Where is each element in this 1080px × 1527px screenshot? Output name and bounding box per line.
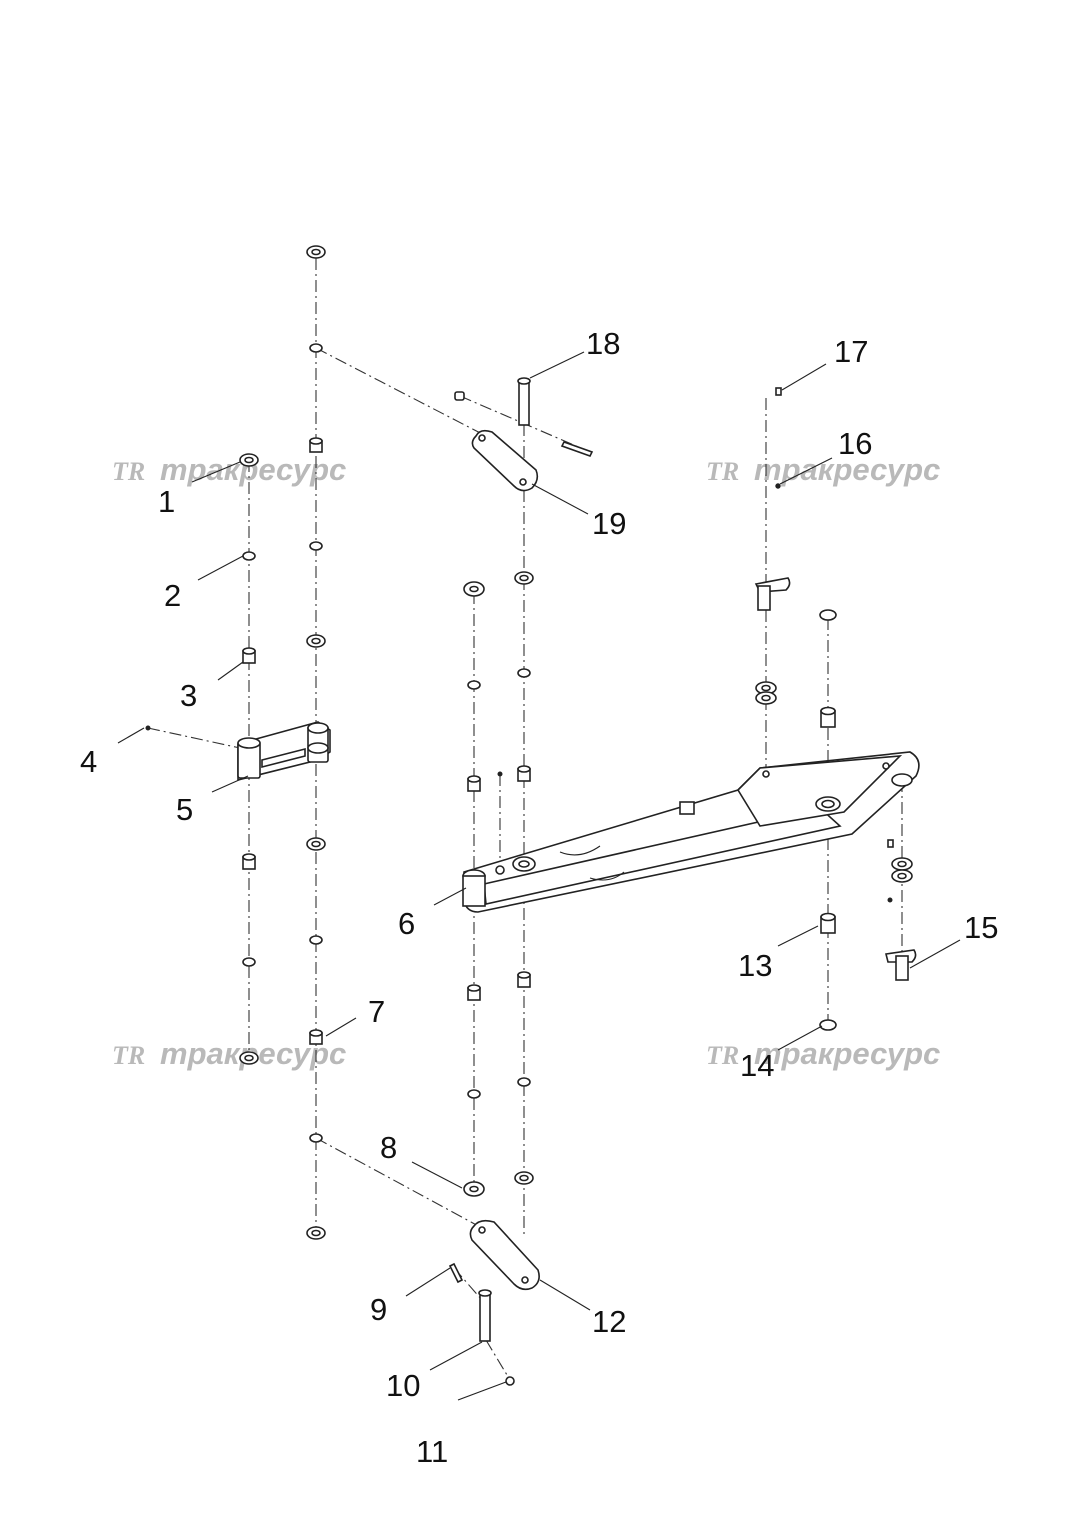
callout-8: 8	[380, 1130, 397, 1165]
watermark-text: тракресурс	[754, 1036, 940, 1071]
watermark-logo: TR	[112, 457, 145, 486]
watermark-logo: TR	[706, 457, 739, 486]
callout-3: 3	[180, 678, 197, 713]
callout-15: 15	[964, 910, 998, 945]
bottom-pin-set	[448, 1262, 515, 1386]
callout-1: 1	[158, 484, 175, 519]
callout-6: 6	[398, 906, 415, 941]
callout-10: 10	[386, 1368, 420, 1403]
leader-lines	[117, 351, 961, 1401]
callout-5: 5	[176, 792, 193, 827]
watermark-bottom-right: TR тракресурс	[706, 1036, 940, 1071]
callout-18: 18	[586, 326, 620, 361]
callout-13: 13	[738, 948, 772, 983]
watermark-logo: TR	[112, 1041, 145, 1070]
callout-19: 19	[592, 506, 626, 541]
watermark-top-right: TR тракресурс	[706, 452, 940, 487]
grease-fittings	[145, 387, 894, 903]
callout-17: 17	[834, 334, 868, 369]
callout-7: 7	[368, 994, 385, 1029]
top-pin	[517, 377, 594, 457]
callout-4: 4	[80, 744, 97, 779]
upper-plate	[471, 429, 539, 492]
bushings	[242, 437, 836, 1045]
right-pins	[754, 577, 917, 981]
washers	[239, 245, 913, 1240]
callout-2: 2	[164, 578, 181, 613]
main-boom	[462, 751, 920, 913]
callout-14: 14	[740, 1048, 774, 1083]
callout-16: 16	[838, 426, 872, 461]
watermark-logo: TR	[706, 1041, 739, 1070]
callout-numbers: 1 2 3 4 5 6 7 8 9 10 11 12 13 14 15 16 1…	[80, 326, 998, 1469]
callout-11: 11	[416, 1434, 448, 1469]
watermark-top-left: TR тракресурс	[112, 452, 346, 487]
lower-plate	[469, 1219, 540, 1291]
callout-9: 9	[370, 1292, 387, 1327]
callout-12: 12	[592, 1304, 626, 1339]
